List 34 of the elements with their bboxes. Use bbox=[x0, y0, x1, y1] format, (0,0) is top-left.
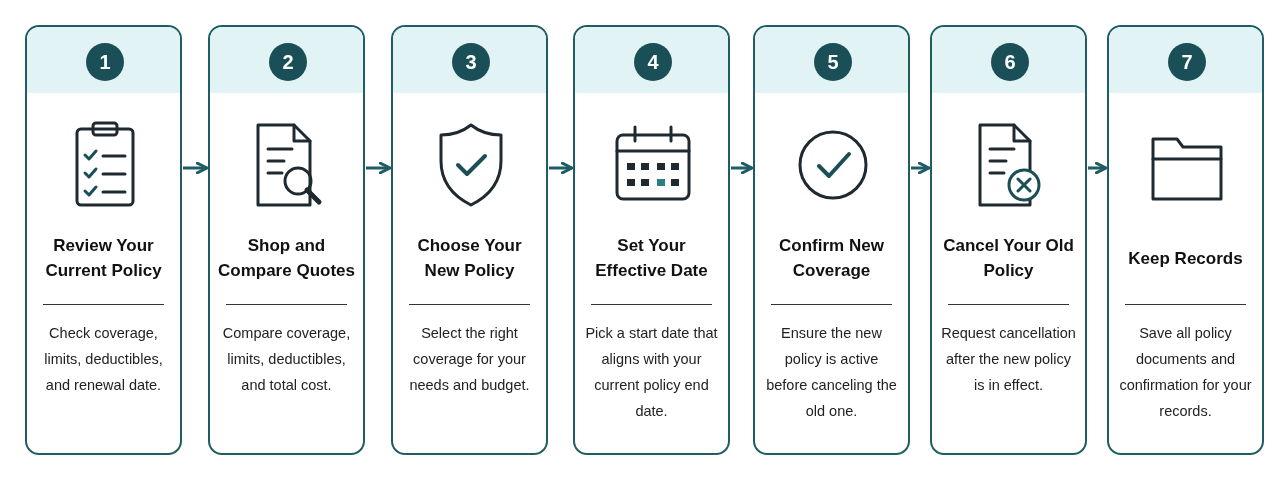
step-card bbox=[208, 25, 365, 455]
arrow bbox=[731, 161, 754, 175]
step-card bbox=[753, 25, 910, 455]
step-title: Review Your Current Policy bbox=[44, 235, 163, 282]
step-card bbox=[391, 25, 548, 455]
arrow bbox=[183, 161, 209, 175]
arrow bbox=[549, 161, 574, 175]
step-description: Select the right coverage for your needs and budget. bbox=[408, 324, 531, 395]
step-title: Confirm New Coverage bbox=[778, 235, 885, 282]
step-number: 1 bbox=[86, 43, 124, 81]
step-number: 7 bbox=[1168, 43, 1206, 81]
step-title: Set Your Effective Date bbox=[594, 235, 709, 282]
arrow bbox=[911, 161, 931, 175]
step-card bbox=[573, 25, 730, 455]
arrow bbox=[1088, 161, 1108, 175]
step-number: 2 bbox=[269, 43, 307, 81]
step-title: Choose Your New Policy bbox=[416, 235, 523, 282]
arrow bbox=[366, 161, 392, 175]
step-title: Keep Records bbox=[1127, 247, 1244, 270]
step-number: 6 bbox=[991, 43, 1029, 81]
step-card bbox=[25, 25, 182, 455]
step-description: Pick a start date that aligns with your current policy end date. bbox=[584, 324, 719, 421]
step-card bbox=[1107, 25, 1264, 455]
step-description: Request cancellation after the new policy is in effect. bbox=[940, 324, 1077, 395]
step-number: 3 bbox=[452, 43, 490, 81]
step-description: Save all policy documents and confirmation for your records. bbox=[1118, 324, 1253, 421]
step-title: Shop and Compare Quotes bbox=[217, 235, 356, 282]
step-number: 4 bbox=[634, 43, 672, 81]
step-description: Compare coverage, limits, deductibles, and total cost. bbox=[221, 324, 352, 395]
step-description: Check coverage, limits, deductibles, and renewal date. bbox=[43, 324, 164, 395]
step-card bbox=[930, 25, 1087, 455]
step-title: Cancel Your Old Policy bbox=[942, 235, 1075, 282]
step-description: Ensure the new policy is active before canceling the old one. bbox=[765, 324, 898, 421]
step-number: 5 bbox=[814, 43, 852, 81]
